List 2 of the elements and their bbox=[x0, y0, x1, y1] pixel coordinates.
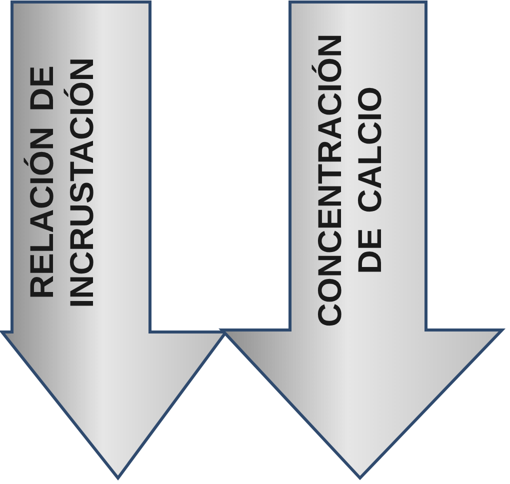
arrow-label: RELACIÓN DE INCRUSTACIÓN bbox=[22, 56, 101, 310]
arrow-label: CONCENTRACIÓN DE CALCIO bbox=[310, 32, 389, 329]
